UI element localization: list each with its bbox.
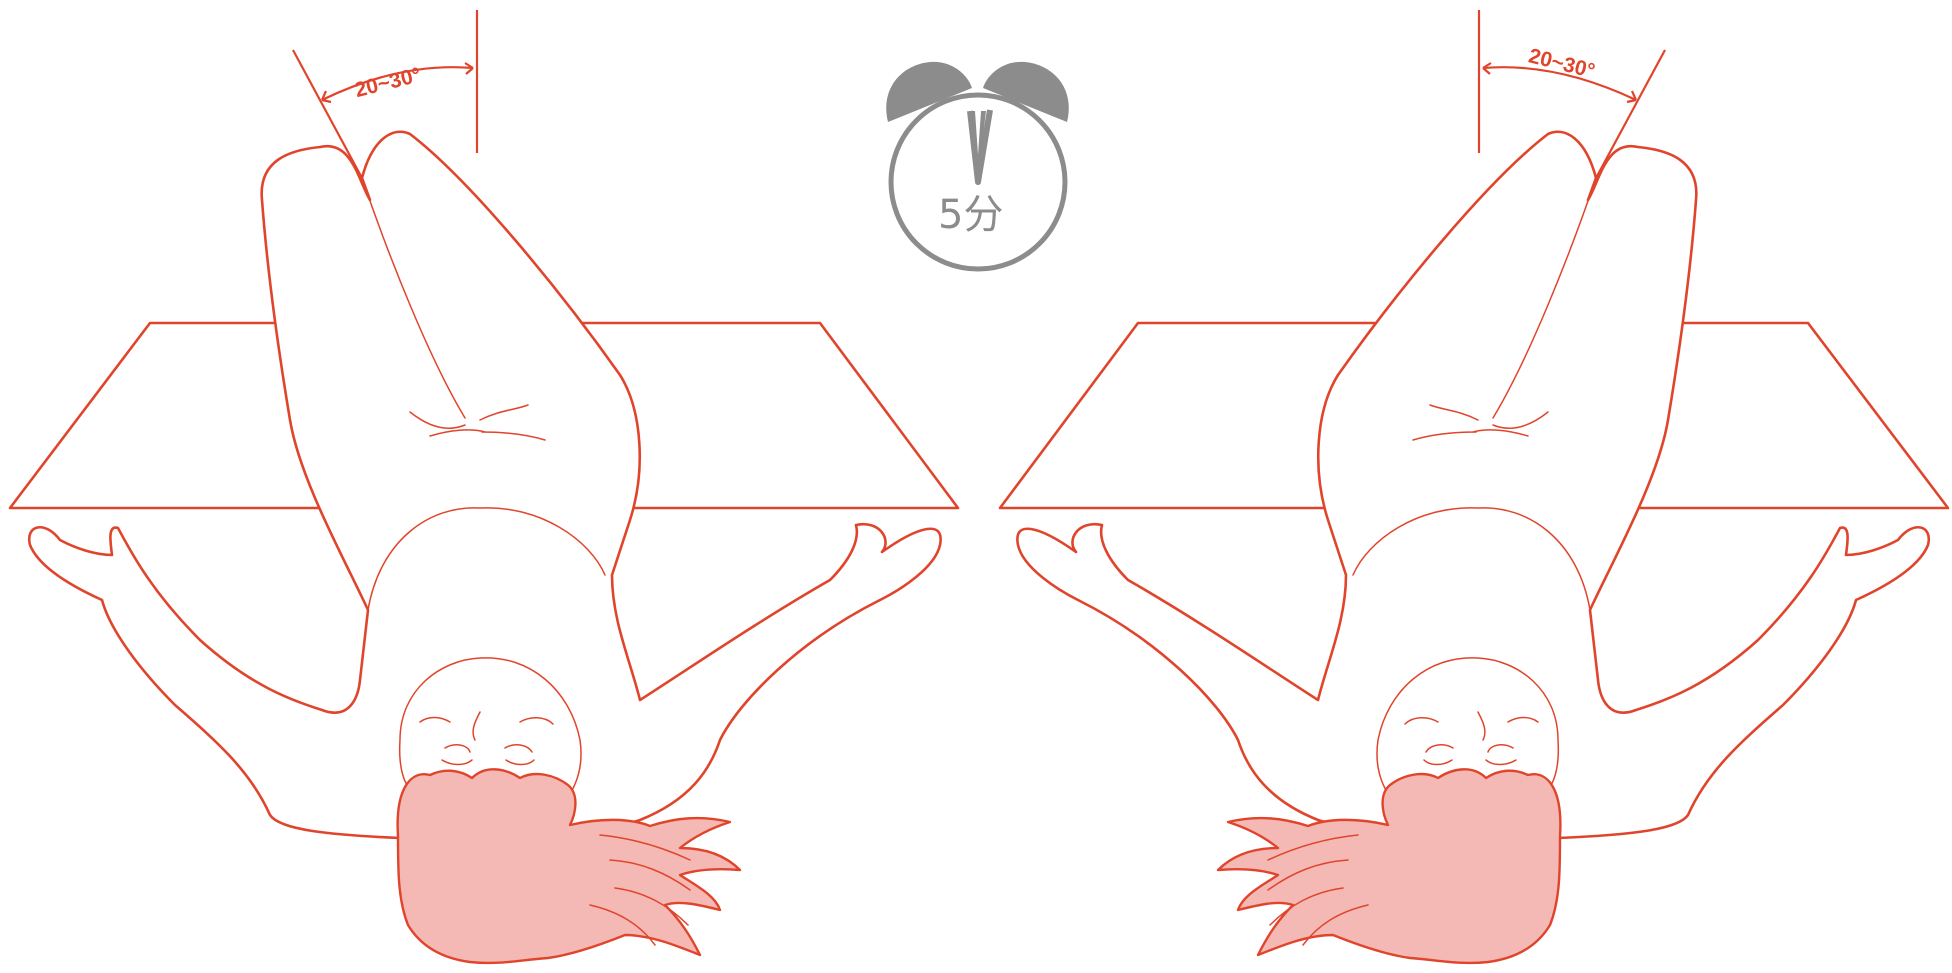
figure-left: 20~30° (10, 10, 958, 963)
timer-label: 5分 (938, 192, 1003, 238)
alarm-clock-icon: 5分 (886, 62, 1069, 269)
figure-right: 20~30° (1000, 10, 1948, 963)
angle-label-right: 20~30° (1526, 44, 1597, 83)
angle-label-left: 20~30° (352, 63, 423, 102)
